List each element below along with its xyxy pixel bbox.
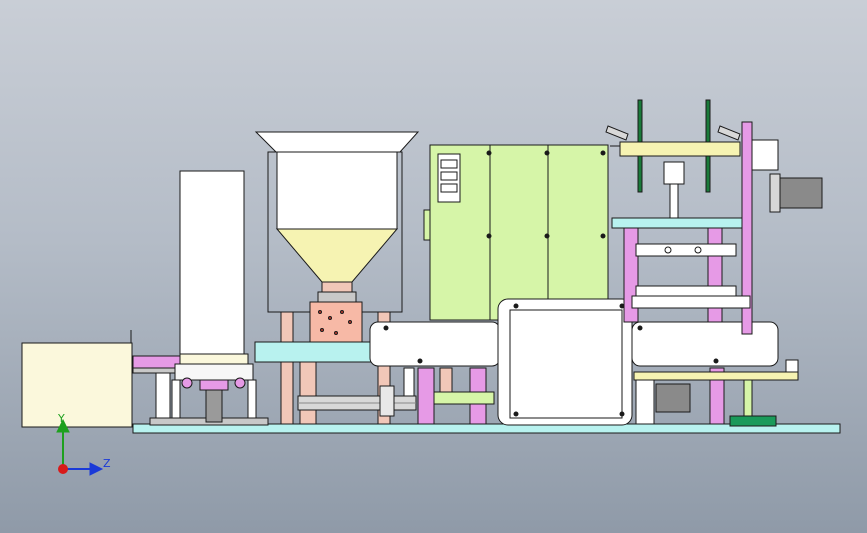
z-axis-label: Z [103, 457, 111, 470]
cyan-beam [254, 341, 374, 363]
green-cabinet [423, 144, 609, 321]
dosing-block [309, 301, 363, 343]
sealing-unit [369, 298, 779, 426]
lower-right-drive [633, 359, 799, 427]
fastener-dots [513, 303, 625, 417]
film-roll [605, 99, 741, 219]
servo-motor [751, 139, 823, 213]
unwind-frame [611, 121, 753, 335]
left-conveyor [132, 355, 184, 419]
lower-mechanism [403, 367, 495, 425]
y-axis-label: Y [58, 412, 65, 425]
left-control-box [21, 342, 133, 428]
hopper [254, 131, 420, 313]
drive-shaft [297, 385, 417, 417]
axis-triad [56, 418, 104, 476]
left-column-feeder [171, 170, 257, 423]
